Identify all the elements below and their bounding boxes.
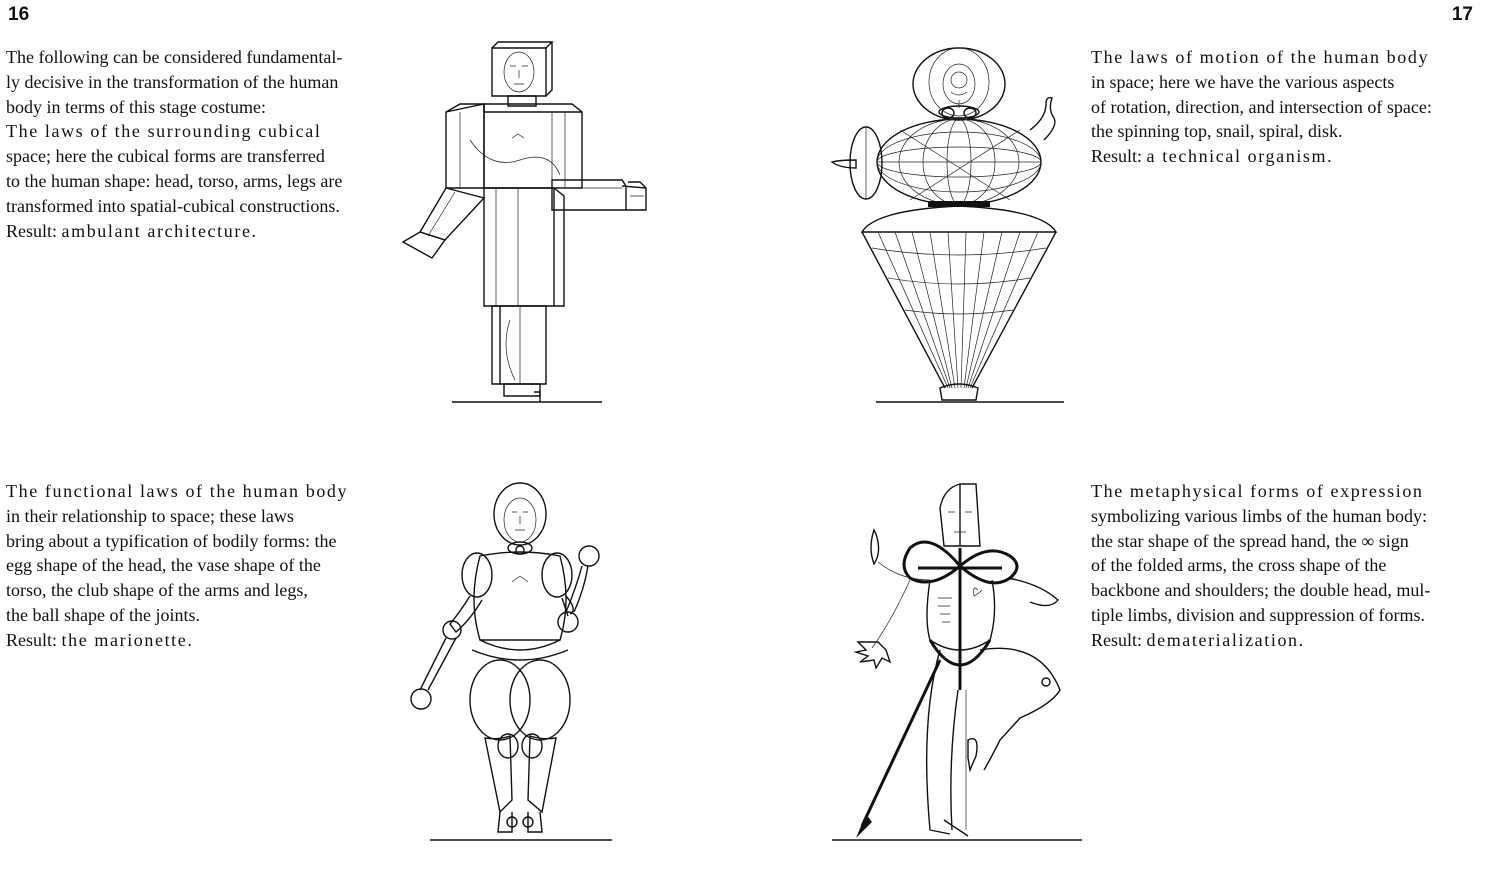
text-block-metaphysical: The metaphysical forms of expression sym… bbox=[1091, 479, 1475, 653]
text-line: ly decisive in the transformation of the… bbox=[6, 71, 339, 92]
text-line: of the folded arms, the cross shape of t… bbox=[1091, 555, 1387, 576]
result-label: Result: bbox=[6, 220, 58, 241]
result-line: Result: ambulant architecture. bbox=[6, 219, 390, 244]
text-line: egg shape of the head, the vase shape of… bbox=[6, 555, 321, 576]
text-line: The laws of motion of the human body bbox=[1091, 47, 1430, 67]
result-line: Result: dematerialization. bbox=[1091, 628, 1475, 653]
sword-leg bbox=[856, 660, 940, 838]
result-text: dematerialization. bbox=[1146, 629, 1305, 650]
text-line: backbone and shoulders; the double head,… bbox=[1091, 580, 1431, 601]
text-line: in their relationship to space; these la… bbox=[6, 505, 294, 526]
sword-tip-icon bbox=[856, 814, 872, 838]
text-line: The functional laws of the human body bbox=[6, 481, 349, 501]
text-line: in space; here we have the various aspec… bbox=[1091, 71, 1395, 92]
page-number-left: 16 bbox=[8, 4, 30, 25]
cubical-torso bbox=[446, 104, 582, 188]
club-arms bbox=[411, 546, 599, 709]
text-line: The laws of the surrounding cubical bbox=[6, 121, 322, 142]
text-block-functional: The functional laws of the human body in… bbox=[6, 479, 390, 653]
cubical-arm-left bbox=[403, 188, 484, 258]
result-line: Result: a technical organism. bbox=[1091, 144, 1475, 169]
star-hand bbox=[856, 580, 910, 668]
shoulder-balls bbox=[462, 553, 572, 597]
result-text: the marionette. bbox=[61, 629, 194, 650]
cross-backbone bbox=[918, 548, 1002, 690]
spiral-head bbox=[913, 48, 1005, 120]
double-head bbox=[940, 484, 980, 546]
vase-torso bbox=[474, 552, 566, 650]
cubical-head bbox=[492, 42, 552, 96]
text-line: tiple limbs, division and suppression of… bbox=[1091, 604, 1425, 625]
text-block-motion: The laws of motion of the human body in … bbox=[1091, 45, 1475, 169]
text-line: the ball shape of the joints. bbox=[6, 604, 200, 625]
result-label: Result: bbox=[1091, 629, 1143, 650]
text-line: torso, the club shape of the arms and le… bbox=[6, 580, 308, 601]
cubical-neck bbox=[508, 96, 536, 106]
ovoid-torso bbox=[877, 119, 1041, 205]
collar-disks bbox=[939, 106, 979, 118]
result-text: ambulant architecture. bbox=[61, 220, 258, 241]
club-legs bbox=[485, 734, 556, 832]
text-line: transformed into spatial-cubical constru… bbox=[6, 195, 340, 216]
result-label: Result: bbox=[6, 629, 58, 650]
text-line: body in terms of this stage costume: bbox=[6, 96, 266, 117]
text-line: the spinning top, snail, spiral, disk. bbox=[1091, 121, 1343, 142]
text-line: the star shape of the spread hand, the ∞… bbox=[1091, 530, 1409, 551]
spinning-top-skirt bbox=[862, 206, 1056, 400]
text-line: The following can be considered fundamen… bbox=[6, 47, 343, 67]
text-line: symbolizing various limbs of the human b… bbox=[1091, 505, 1427, 526]
text-line: of rotation, direction, and intersection… bbox=[1091, 96, 1432, 117]
figure-technical-organism bbox=[828, 42, 1073, 407]
figure-marionette bbox=[405, 478, 637, 846]
result-line: Result: the marionette. bbox=[6, 628, 390, 653]
disk-hand bbox=[832, 127, 882, 199]
spiral-arm bbox=[1030, 98, 1055, 140]
text-line: to the human shape: head, torso, arms, l… bbox=[6, 170, 343, 191]
figure-cubical-costume bbox=[395, 40, 660, 410]
cubical-arm-right bbox=[552, 180, 646, 210]
text-line: bring about a typification of bodily for… bbox=[6, 530, 337, 551]
egg-head bbox=[494, 483, 546, 545]
result-text: a technical organism. bbox=[1146, 146, 1334, 167]
text-line: The metaphysical forms of expression bbox=[1091, 481, 1424, 501]
waist-band bbox=[928, 201, 990, 207]
spread-arm-right bbox=[1008, 578, 1058, 606]
figure-dematerialization bbox=[830, 478, 1085, 846]
cubical-legs bbox=[492, 306, 546, 402]
page-number-right: 17 bbox=[1451, 4, 1473, 25]
text-line: space; here the cubical forms are transf… bbox=[6, 146, 325, 167]
legs bbox=[927, 648, 1060, 836]
text-block-cubical: The following can be considered fundamen… bbox=[6, 45, 390, 243]
neck-joint bbox=[508, 542, 532, 554]
result-label: Result: bbox=[1091, 146, 1143, 167]
hip-balls bbox=[470, 650, 570, 740]
raised-arm bbox=[871, 530, 930, 580]
